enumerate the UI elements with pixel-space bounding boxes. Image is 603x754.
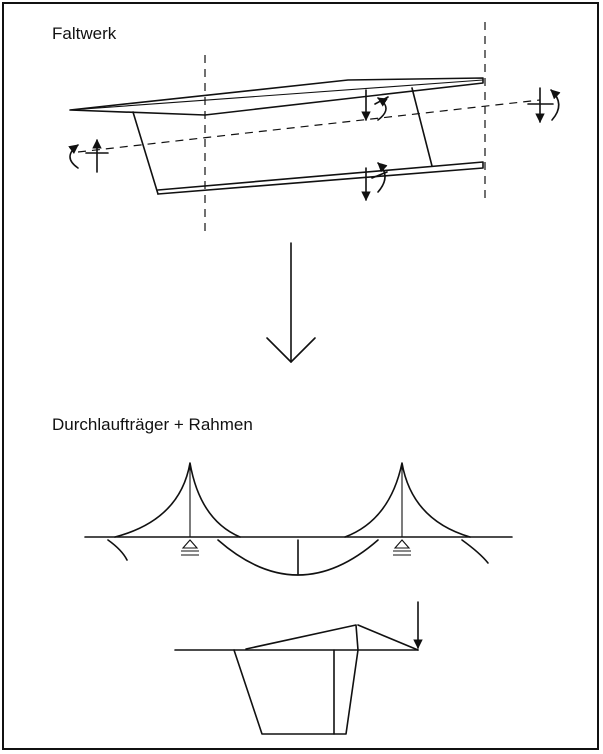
support-right	[393, 539, 411, 556]
durchlauftraeger-rahmen-label: Durchlaufträger + Rahmen	[52, 415, 253, 434]
moment-symbol-right	[527, 87, 561, 123]
web-right	[411, 87, 433, 167]
web-left	[132, 111, 159, 195]
moment-symbol-top	[361, 89, 389, 121]
moment-curve-support-right	[344, 462, 471, 538]
top-flange	[69, 77, 484, 116]
moment-curve-midspan	[217, 539, 379, 576]
frame-cross-section	[174, 601, 423, 735]
continuous-beam-diagram	[84, 462, 513, 576]
moment-curve-end-left	[107, 539, 128, 561]
longitudinal-axis	[77, 99, 541, 153]
transition-arrow	[266, 242, 316, 363]
folded-plate-structure	[68, 22, 561, 236]
moment-curve-support-left	[114, 462, 241, 538]
box-section	[233, 649, 359, 735]
deck-moment-left	[245, 624, 359, 651]
support-left	[181, 539, 199, 556]
faltwerk-label: Faltwerk	[52, 24, 117, 43]
deck-moment-right	[357, 624, 419, 651]
bottom-flange	[157, 161, 484, 195]
moment-curve-end-right	[461, 539, 489, 564]
moment-symbol-bottom	[361, 162, 388, 201]
moment-symbol-left	[68, 139, 109, 173]
